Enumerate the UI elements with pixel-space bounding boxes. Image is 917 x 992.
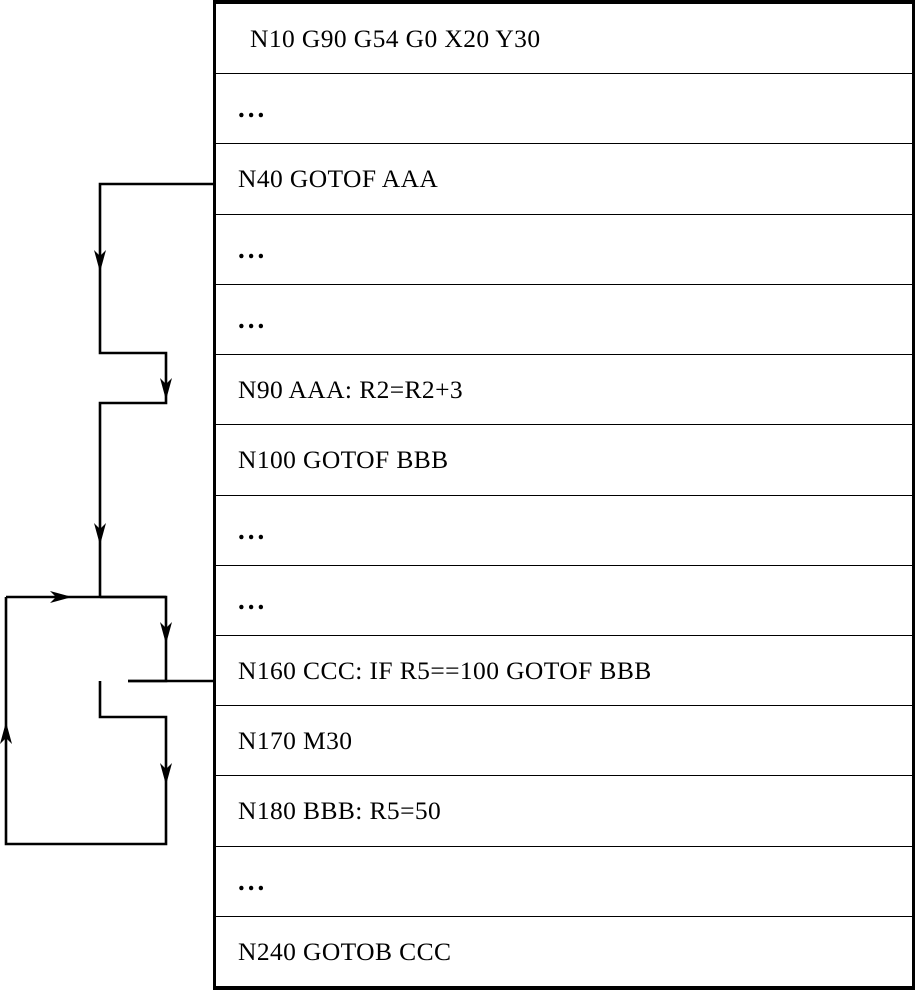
- jump-arrow-n40-to-n90: [94, 182, 213, 597]
- code-row: N100 GOTOF BBB: [216, 425, 912, 496]
- arrowhead-down-3: [94, 523, 106, 545]
- code-line-text: N40 GOTOF AAA: [238, 164, 439, 194]
- code-row: N40 GOTOF AAA: [216, 144, 912, 215]
- code-line-text: N240 GOTOB CCC: [238, 936, 452, 966]
- code-row: N180 BBB: R5=50: [216, 776, 912, 847]
- code-ellipsis: ...: [238, 303, 268, 334]
- code-row: ...: [216, 846, 912, 917]
- arrowhead-up-1: [0, 722, 12, 744]
- code-line-text: N100 GOTOF BBB: [238, 445, 449, 475]
- jump-arrow-n100-to-n180: [94, 523, 172, 683]
- code-ellipsis: ...: [238, 514, 268, 545]
- code-row: N90 AAA: R2=R2+3: [216, 355, 912, 426]
- code-ellipsis: ...: [238, 233, 268, 264]
- arrowhead-down-4: [160, 622, 172, 644]
- jump-arrow-n240-to-n160: [0, 591, 166, 744]
- arrowhead-right-1: [50, 591, 72, 603]
- code-ellipsis: ...: [238, 93, 268, 124]
- code-row: ...: [216, 214, 912, 285]
- code-row: ...: [216, 495, 912, 566]
- arrowhead-down-1: [94, 250, 106, 272]
- code-row: ...: [216, 565, 912, 636]
- code-row: N10 G90 G54 G0 X20 Y30: [216, 4, 912, 75]
- code-row: N240 GOTOB CCC: [216, 916, 912, 987]
- program-listing-table: N10 G90 G54 G0 X20 Y30... N40 GOTOF AAA..…: [213, 0, 915, 990]
- code-row: ...: [216, 284, 912, 356]
- code-line-text: N160 CCC: IF R5==100 GOTOF BBB: [238, 655, 652, 685]
- arrowhead-down-2: [160, 378, 172, 400]
- code-line-text: N90 AAA: R2=R2+3: [238, 374, 464, 404]
- code-line-text: N10 G90 G54 G0 X20 Y30: [250, 23, 541, 53]
- code-ellipsis: ...: [238, 865, 268, 896]
- jump-arrow-n160-to-n180: [4, 597, 213, 846]
- code-row: N160 CCC: IF R5==100 GOTOF BBB: [216, 635, 912, 707]
- arrowhead-down-5: [160, 763, 172, 785]
- code-row: ...: [216, 74, 912, 145]
- code-line-text: N170 M30: [238, 726, 353, 756]
- code-row: N170 M30: [216, 706, 912, 777]
- code-ellipsis: ...: [238, 584, 268, 615]
- code-line-text: N180 BBB: R5=50: [238, 796, 442, 826]
